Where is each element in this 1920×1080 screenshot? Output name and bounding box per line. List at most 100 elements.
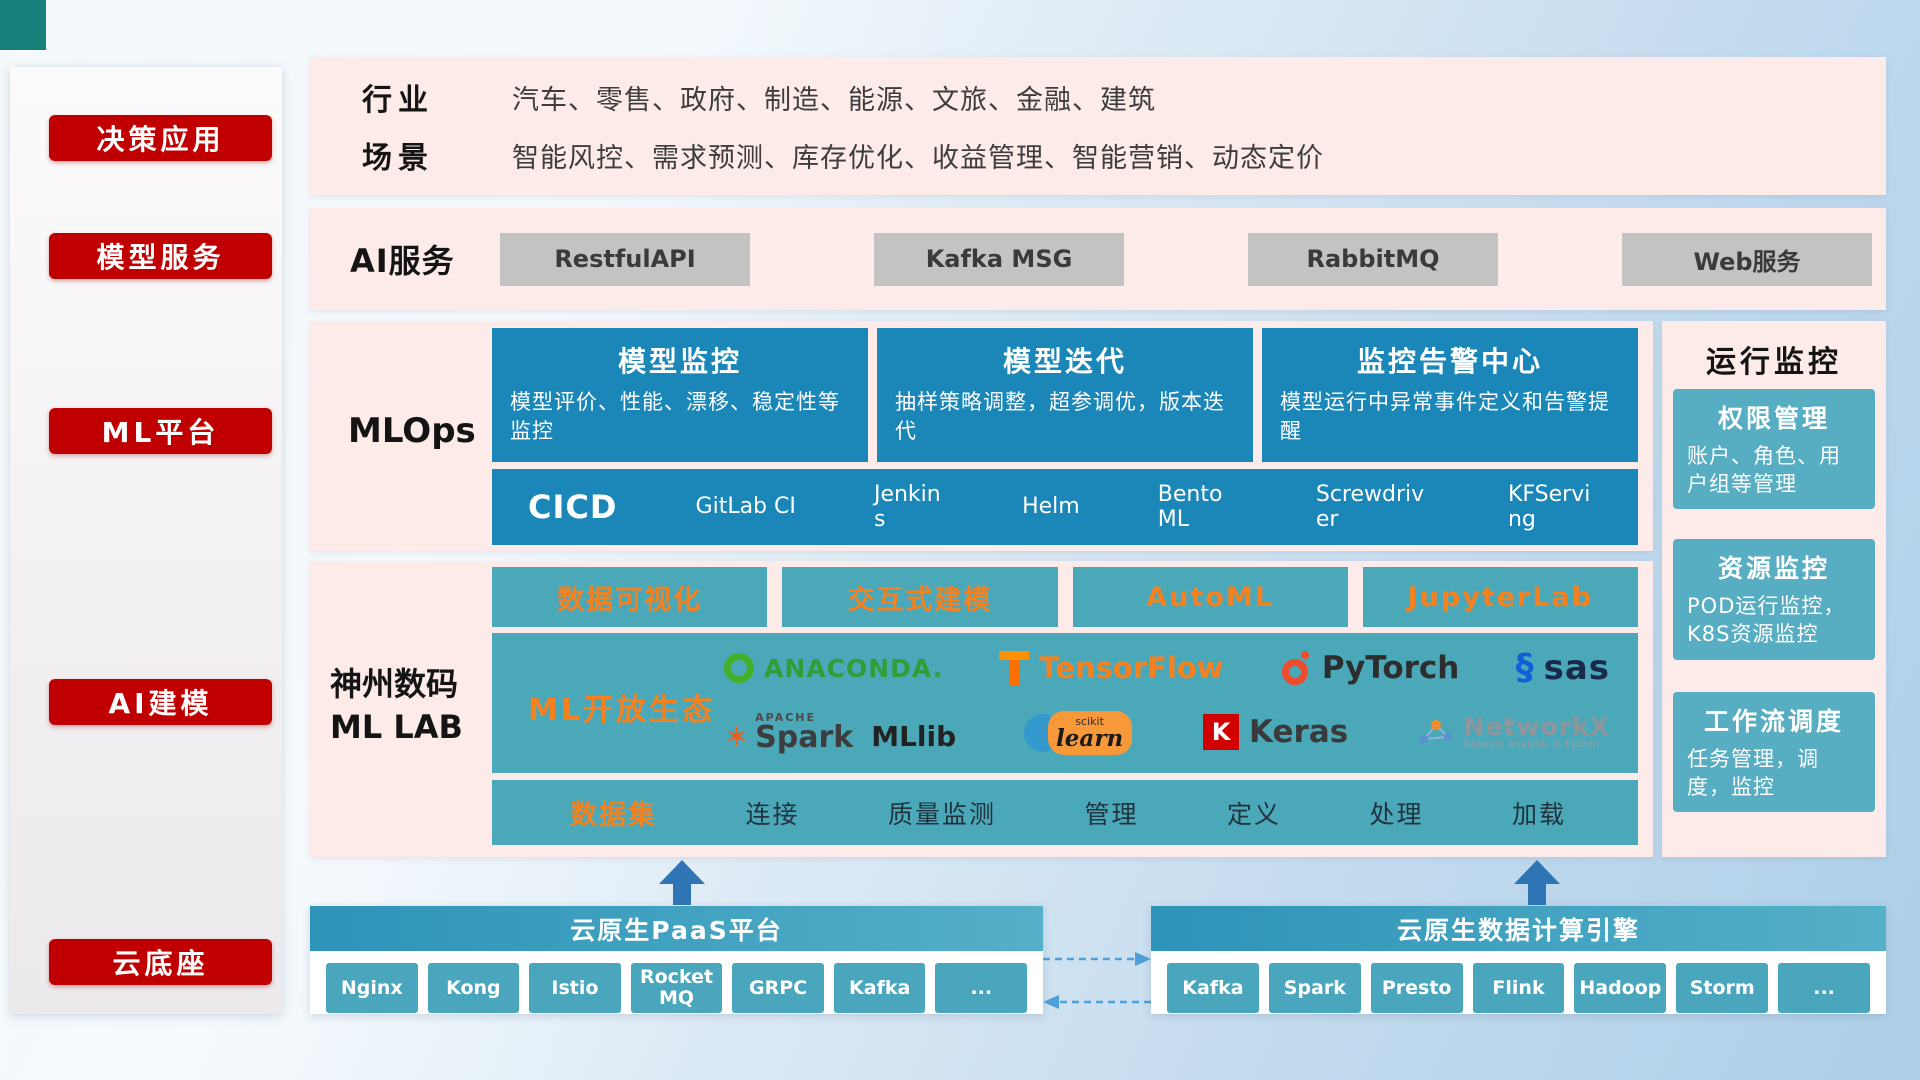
spark-apache-label: APACHE bbox=[755, 710, 817, 724]
engine-presto: Presto bbox=[1370, 963, 1463, 1013]
mllab-label: 神州数码 ML LAB bbox=[330, 663, 488, 749]
dataset-bar: 数据集 连接 质量监测 管理 定义 处理 加载 bbox=[492, 780, 1638, 845]
paas-group: 云原生PaaS平台 Nginx Kong Istio RocketMQ GRPC… bbox=[310, 906, 1043, 1014]
pytorch-logo: PyTorch bbox=[1280, 650, 1460, 686]
engine-hadoop: Hadoop bbox=[1574, 963, 1667, 1013]
ai-service-panel: AI服务 RestfulAPI Kafka MSG RabbitMQ Web服务 bbox=[310, 208, 1886, 310]
anaconda-icon bbox=[724, 653, 754, 683]
networkx-subtitle: Network Analysis in Python bbox=[1463, 739, 1600, 750]
keras-logo: K Keras bbox=[1203, 714, 1348, 750]
scikit-label: scikit bbox=[1075, 715, 1104, 728]
scikit-learn-logo: scikit learn bbox=[1023, 706, 1136, 758]
networkx-label: NetworkX bbox=[1463, 712, 1610, 742]
model-iteration-card: 模型迭代 抽样策略调整，超参调优，版本迭代 bbox=[877, 328, 1253, 462]
paas-grpc: GRPC bbox=[732, 963, 824, 1013]
alert-center-desc: 模型运行中异常事件定义和告警提醒 bbox=[1280, 390, 1610, 444]
model-monitoring-title: 模型监控 bbox=[617, 345, 742, 378]
tool-jenkins: Jenkins bbox=[873, 481, 941, 532]
dataset-quality: 质量监测 bbox=[887, 799, 996, 829]
ecosystem-row-1: ANACONDA. TensorFlow PyTorch sas bbox=[724, 648, 1610, 688]
data-engine-group: 云原生数据计算引擎 Kafka Spark Presto Flink Hadoo… bbox=[1151, 906, 1886, 1014]
exchange-arrows bbox=[1043, 952, 1151, 1009]
ml-ecosystem-label: ML开放生态 bbox=[528, 693, 715, 728]
decision-application-panel: 行业 汽车、零售、政府、制造、能源、文旅、金融、建筑 场景 智能风控、需求预测、… bbox=[310, 57, 1886, 195]
mllib-label: MLlib bbox=[871, 719, 957, 753]
resource-monitor-title: 资源监控 bbox=[1717, 554, 1830, 583]
mllab-feature-row: 数据可视化 交互式建模 AutoML JupyterLab bbox=[492, 567, 1638, 627]
feature-jupyterlab: JupyterLab bbox=[1362, 567, 1638, 627]
permission-management-desc: 账户、角色、用户组等管理 bbox=[1687, 444, 1841, 497]
service-web: Web服务 bbox=[1622, 232, 1872, 286]
sidebar-item-cloud-base: 云底座 bbox=[49, 939, 272, 985]
dataset-connect: 连接 bbox=[745, 799, 800, 829]
anaconda-logo: ANACONDA. bbox=[724, 653, 943, 683]
data-engine-buttons: Kafka Spark Presto Flink Hadoop Storm ..… bbox=[1151, 951, 1886, 1013]
dataset-label: 数据集 bbox=[570, 800, 657, 831]
dataset-process: 处理 bbox=[1369, 799, 1424, 829]
engine-more: ... bbox=[1778, 963, 1871, 1013]
paas-kong: Kong bbox=[427, 963, 520, 1013]
alert-center-card: 监控告警中心 模型运行中异常事件定义和告警提醒 bbox=[1262, 328, 1638, 462]
paas-rocketmq: RocketMQ bbox=[630, 963, 723, 1013]
permission-management-title: 权限管理 bbox=[1717, 404, 1830, 433]
mlops-cards: 模型监控 模型评价、性能、漂移、稳定性等监控 模型迭代 抽样策略调整，超参调优，… bbox=[492, 328, 1638, 462]
corner-accent-square bbox=[0, 0, 46, 50]
engine-spark: Spark bbox=[1268, 963, 1361, 1013]
keras-icon: K bbox=[1203, 714, 1240, 750]
service-kafka-msg: Kafka MSG bbox=[874, 232, 1124, 286]
mlops-panel: MLOps 模型监控 模型评价、性能、漂移、稳定性等监控 模型迭代 抽样策略调整… bbox=[310, 321, 1653, 551]
scenario-label: 场景 bbox=[362, 141, 434, 176]
ecosystem-row-2: APACHE Spark MLlib scikit learn K bbox=[724, 706, 1610, 758]
spark-wordmark: APACHE Spark bbox=[755, 712, 853, 753]
tool-bentoml: BentoML bbox=[1157, 481, 1223, 532]
service-restfulapi: RestfulAPI bbox=[500, 232, 750, 286]
service-rabbitmq: RabbitMQ bbox=[1248, 232, 1498, 286]
tensorflow-icon bbox=[999, 651, 1030, 685]
resource-monitor-desc: POD运行监控，K8S资源监控 bbox=[1687, 594, 1846, 647]
pytorch-icon bbox=[1280, 651, 1312, 685]
tool-kfserving: KFServing bbox=[1507, 481, 1591, 532]
resource-monitor-card: 资源监控 POD运行监控，K8S资源监控 bbox=[1673, 539, 1875, 660]
keras-label: Keras bbox=[1249, 714, 1349, 750]
dataset-load: 加载 bbox=[1511, 799, 1566, 829]
engine-flink: Flink bbox=[1472, 963, 1565, 1013]
scenario-row: 场景 智能风控、需求预测、库存优化、收益管理、智能营销、动态定价 bbox=[310, 133, 1324, 177]
ml-ecosystem-box: ML开放生态 ANACONDA. TensorFlow PyTorch bbox=[492, 633, 1638, 773]
model-iteration-title: 模型迭代 bbox=[1002, 345, 1127, 378]
spark-label: Spark bbox=[755, 719, 854, 755]
sidebar-item-ai-modeling: AI建模 bbox=[49, 679, 272, 725]
feature-data-visualization: 数据可视化 bbox=[492, 567, 768, 627]
paas-nginx: Nginx bbox=[326, 963, 418, 1013]
networkx-logo: NetworkX Network Analysis in Python bbox=[1416, 713, 1610, 750]
model-monitoring-card: 模型监控 模型评价、性能、漂移、稳定性等监控 bbox=[492, 328, 868, 462]
spark-star-icon bbox=[724, 723, 749, 753]
mllab-label-line2: ML LAB bbox=[330, 708, 463, 747]
pytorch-label: PyTorch bbox=[1321, 650, 1460, 686]
industry-label: 行业 bbox=[362, 83, 434, 118]
mllab-label-line1: 神州数码 bbox=[330, 665, 459, 703]
cicd-label: CICD bbox=[528, 488, 618, 526]
model-iteration-desc: 抽样策略调整，超参调优，版本迭代 bbox=[895, 390, 1225, 444]
sas-label: sas bbox=[1543, 648, 1610, 688]
feature-automl: AutoML bbox=[1072, 567, 1348, 627]
feature-interactive-modeling: 交互式建模 bbox=[782, 567, 1058, 627]
learn-label: learn bbox=[1056, 725, 1124, 752]
anaconda-label: ANACONDA. bbox=[764, 653, 944, 683]
ai-service-label: AI服务 bbox=[350, 242, 455, 280]
engine-storm: Storm bbox=[1676, 963, 1769, 1013]
ecosystem-logos: ANACONDA. TensorFlow PyTorch sas bbox=[724, 639, 1610, 767]
up-arrow-engine bbox=[1514, 860, 1560, 906]
scikit-learn-badge: scikit learn bbox=[1047, 711, 1132, 755]
tensorflow-label: TensorFlow bbox=[1039, 651, 1224, 685]
workflow-scheduling-card: 工作流调度 任务管理，调度，监控 bbox=[1673, 692, 1875, 812]
ai-service-buttons: RestfulAPI Kafka MSG RabbitMQ Web服务 bbox=[500, 232, 1872, 286]
tensorflow-logo: TensorFlow bbox=[999, 651, 1224, 685]
cicd-bar: CICD GitLab CI Jenkins Helm BentoML Scre… bbox=[492, 469, 1638, 545]
paas-istio: Istio bbox=[529, 963, 621, 1013]
paas-title-bar: 云原生PaaS平台 bbox=[310, 906, 1043, 951]
mllab-panel: 神州数码 ML LAB 数据可视化 交互式建模 AutoML JupyterLa… bbox=[310, 561, 1653, 857]
runtime-monitor-title: 运行监控 bbox=[1706, 345, 1842, 380]
up-arrow-paas bbox=[659, 860, 705, 906]
sas-logo: sas bbox=[1516, 648, 1610, 688]
